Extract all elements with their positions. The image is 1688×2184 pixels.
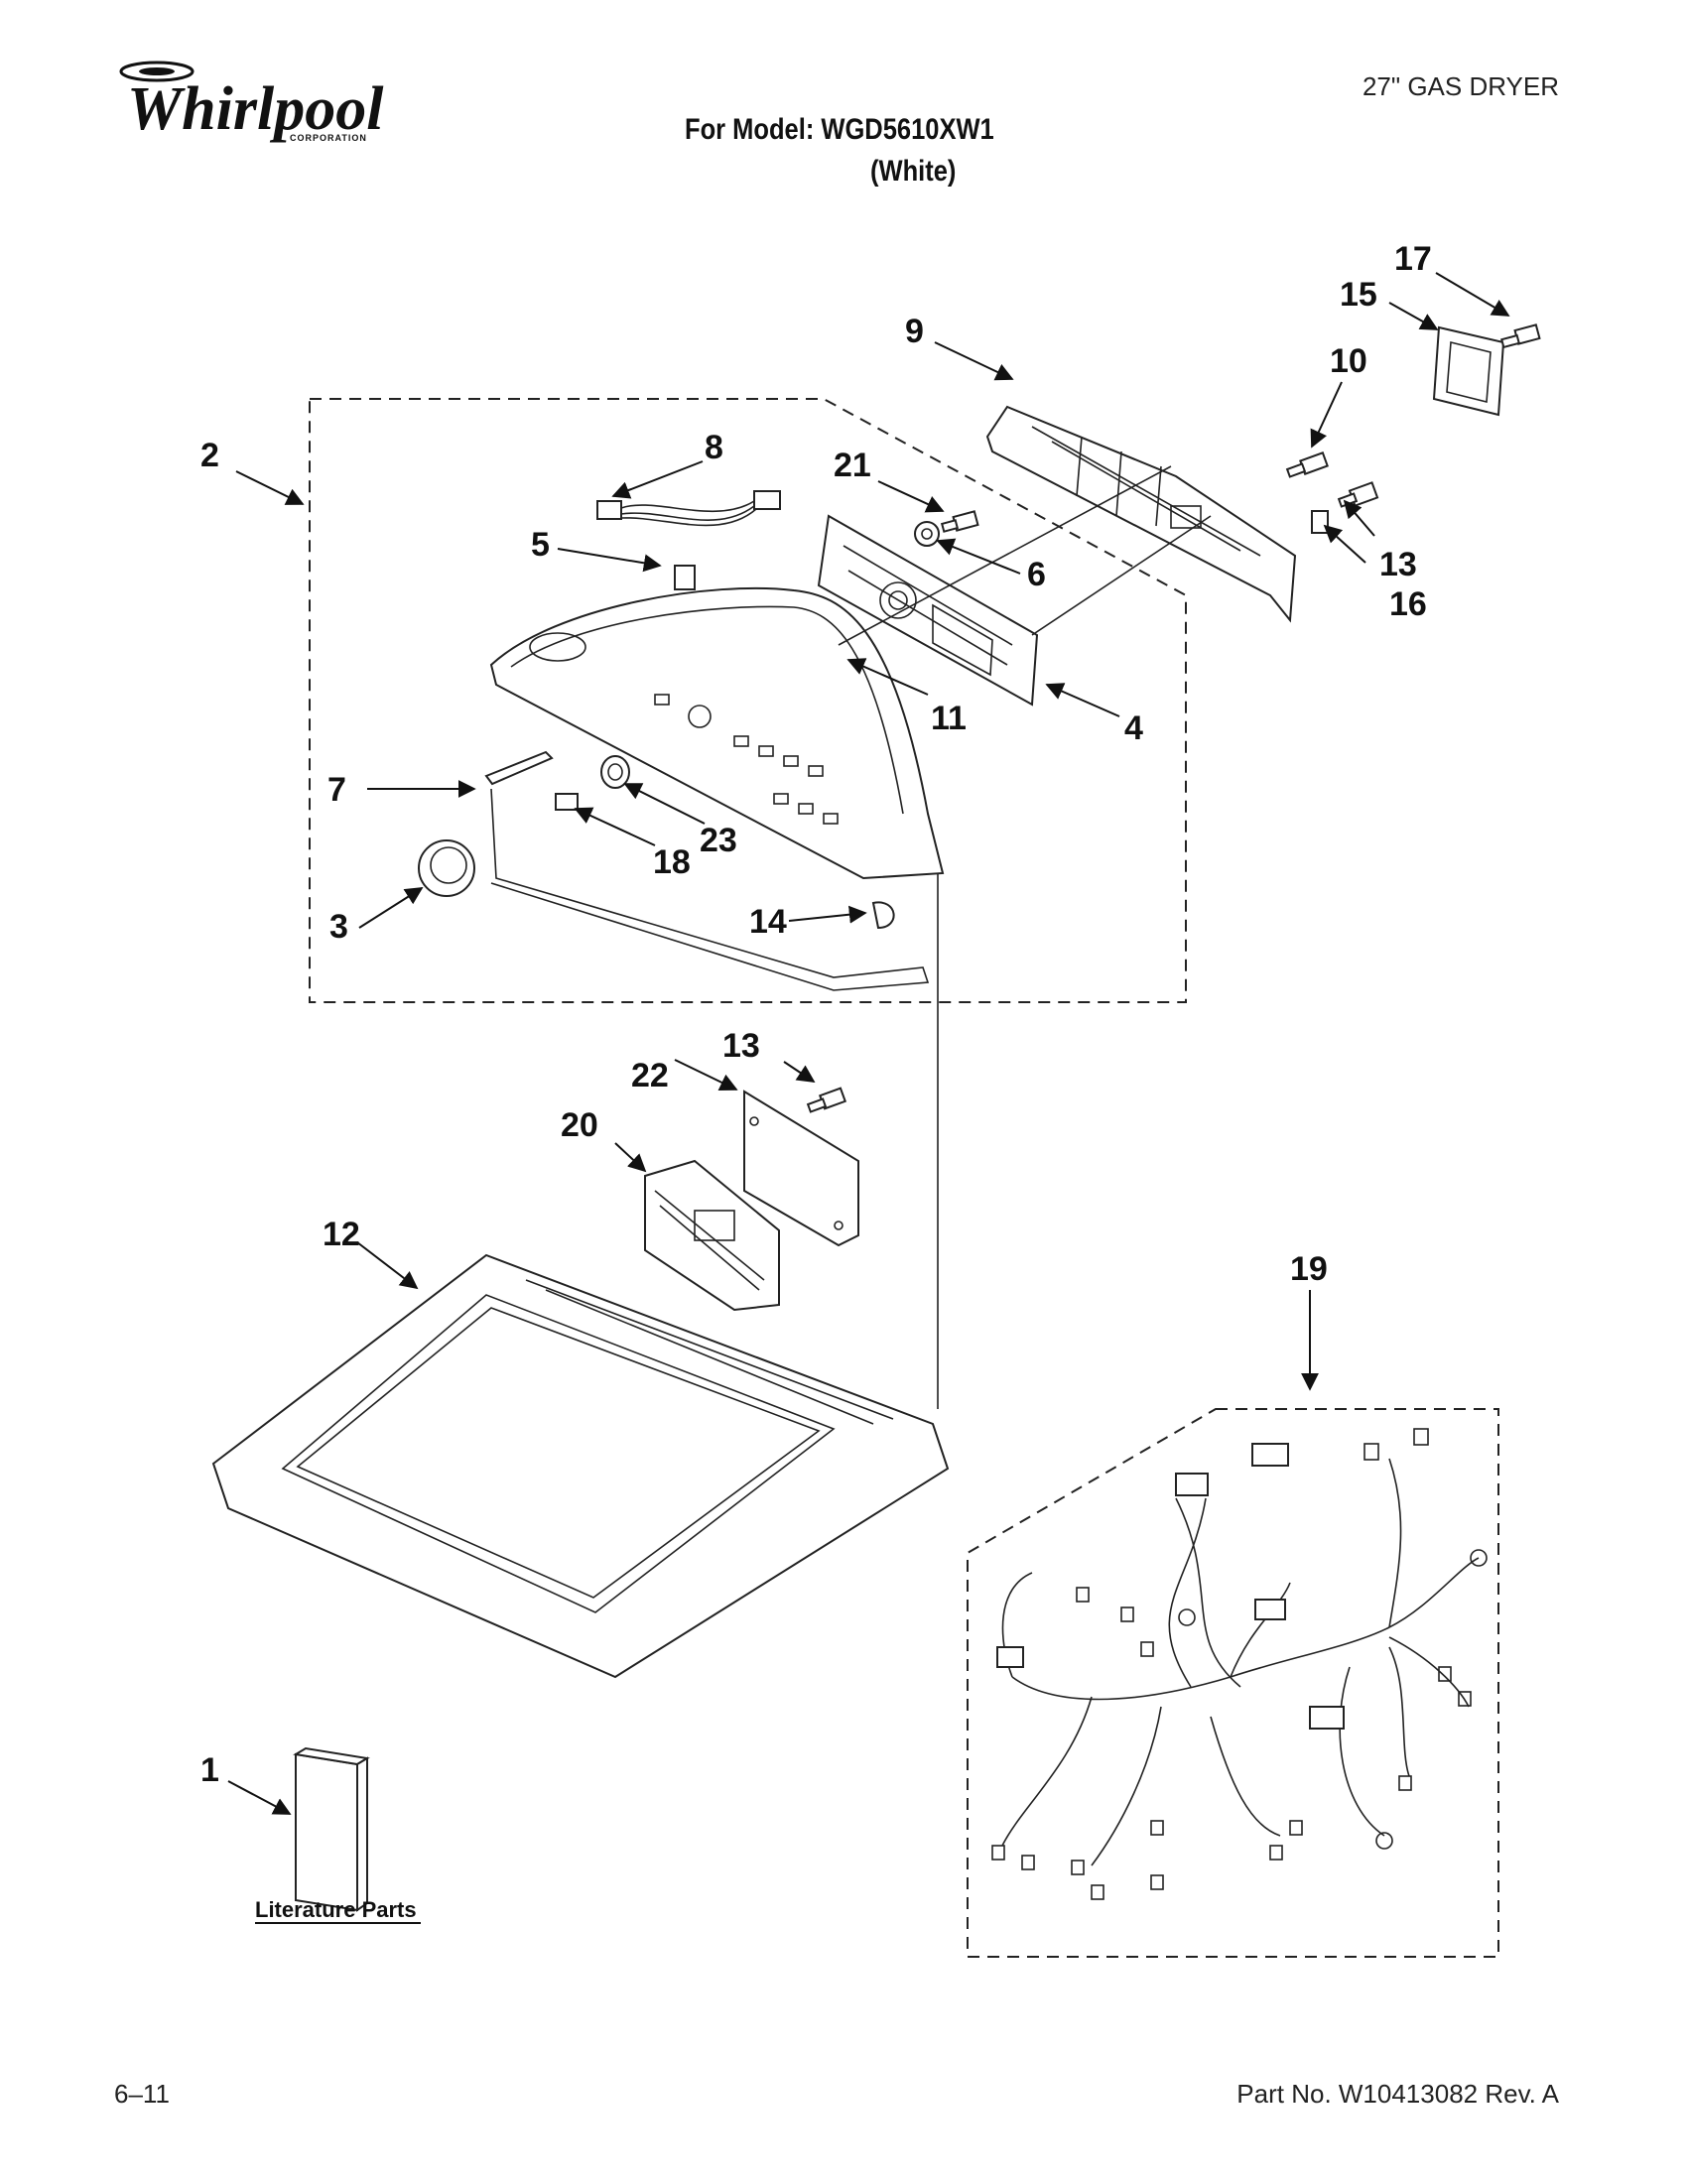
callout-19: 19 <box>1290 1250 1328 1288</box>
part-18-shaft <box>555 793 579 811</box>
part-1-literature <box>293 1746 370 1912</box>
part-19-main-wire-harness <box>991 1428 1488 1900</box>
part-21-screw <box>940 510 979 533</box>
part-9-console-rear-panel <box>985 405 1297 623</box>
callout-11: 11 <box>931 700 967 737</box>
console-gasket <box>490 788 930 991</box>
logo-swirl-core-icon <box>139 67 175 75</box>
callout-21: 21 <box>834 447 871 484</box>
alignment-lines <box>838 465 1212 1409</box>
callout-3: 3 <box>329 908 348 946</box>
model-title: For Model: WGD5610XW1 (White) <box>685 109 994 193</box>
part-23-knob <box>600 755 630 789</box>
model-line-1: For Model: WGD5610XW1 <box>685 113 994 146</box>
callout-1: 1 <box>200 1751 219 1789</box>
logo-swirl-icon <box>119 61 195 82</box>
revision-date: 6–11 <box>114 2079 170 2109</box>
callout-22: 22 <box>631 1057 669 1094</box>
part-16-clip <box>1311 510 1329 534</box>
part-20-control-module <box>644 1159 780 1312</box>
literature-parts-label: Literature Parts <box>255 1897 417 1922</box>
part-14-clip <box>871 901 895 930</box>
callout-13-lower: 13 <box>722 1027 760 1065</box>
part-7-trim-strip <box>484 750 554 786</box>
callout-14: 14 <box>749 903 787 941</box>
callout-10: 10 <box>1330 342 1367 380</box>
callout-6: 6 <box>1027 556 1046 593</box>
part-15-bracket <box>1432 325 1505 417</box>
leader-lines <box>227 272 1510 1815</box>
callout-20: 20 <box>561 1106 598 1144</box>
callout-numbers: 1 2 3 4 5 6 7 8 9 10 11 12 13 13 14 15 1… <box>200 240 1432 1789</box>
callout-13-upper: 13 <box>1379 546 1417 583</box>
part-13-screw-top <box>1337 481 1379 508</box>
callout-9: 9 <box>905 313 924 350</box>
part-17-screw <box>1500 323 1541 349</box>
part-6-encoder <box>914 521 940 547</box>
logo-wordmark: Whirlpool <box>127 75 384 143</box>
whirlpool-logo: Whirlpool CORPORATION <box>119 61 384 143</box>
callout-15: 15 <box>1340 276 1377 314</box>
callout-2: 2 <box>200 437 219 474</box>
part-3-dial-knob <box>418 839 475 897</box>
callout-5: 5 <box>531 526 550 564</box>
console-assembly-boundary <box>309 398 1187 1003</box>
callout-8: 8 <box>705 429 723 466</box>
callout-7: 7 <box>327 771 346 809</box>
part-13-screw-lower <box>806 1087 847 1113</box>
callout-18: 18 <box>653 843 691 881</box>
callout-23: 23 <box>700 822 737 859</box>
part-8-wire-harness <box>596 490 781 527</box>
part-22-mounting-plate <box>743 1090 859 1247</box>
part-4-control-board <box>817 514 1039 707</box>
callout-17: 17 <box>1394 240 1432 278</box>
model-line-2: (White) <box>870 155 957 188</box>
callout-4: 4 <box>1124 709 1143 747</box>
product-type: 27" GAS DRYER <box>1362 71 1559 101</box>
callout-12: 12 <box>323 1216 360 1253</box>
part-10-screw <box>1285 451 1329 478</box>
callout-16: 16 <box>1389 585 1427 623</box>
harness-assembly-boundary <box>967 1408 1499 1958</box>
console-body <box>489 586 945 880</box>
part-5-clip <box>674 565 696 590</box>
part-number: Part No. W10413082 Rev. A <box>1236 2079 1559 2109</box>
part-12-top-panel <box>211 1253 950 1679</box>
logo-corporation: CORPORATION <box>290 133 367 143</box>
